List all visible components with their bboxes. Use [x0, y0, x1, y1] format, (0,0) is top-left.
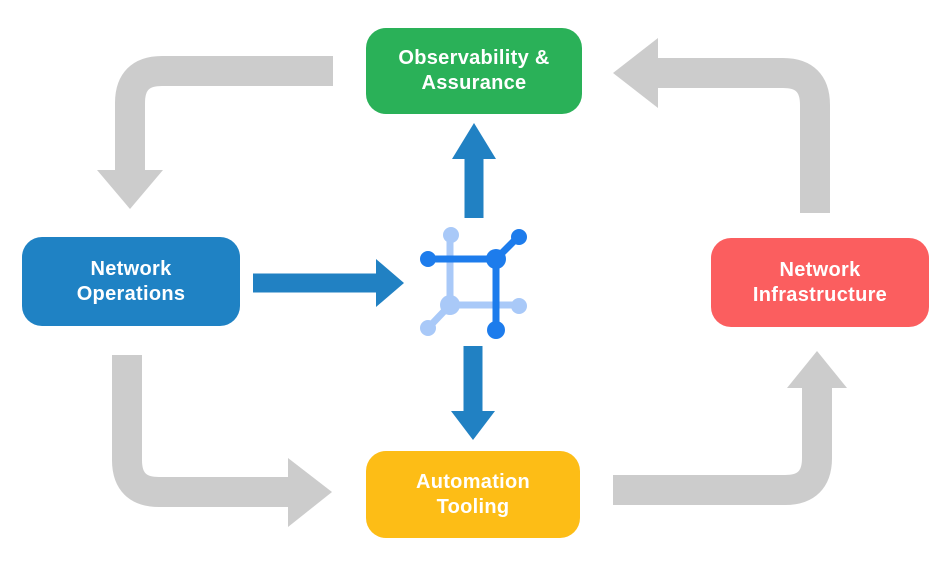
node-label-line: Observability &: [398, 47, 550, 69]
node-network-infrastructure: Network Infrastructure: [711, 238, 929, 327]
arrow-head-right: [288, 458, 332, 527]
icon-node-bottom-left: [440, 295, 460, 315]
icon-dot-bottom: [487, 321, 505, 339]
node-label-line: Network: [779, 258, 861, 281]
icon-dot-top: [443, 227, 459, 243]
arrow-head-down: [451, 411, 495, 440]
node-label-line: Tooling: [436, 495, 510, 518]
arrow-head-down: [97, 170, 163, 209]
node-label-line: Automation: [415, 470, 531, 493]
icon-dot-top-right: [511, 229, 527, 245]
node-automation-tooling: Automation Tooling: [366, 451, 580, 538]
arrow-head-up: [787, 351, 847, 388]
arrow-infrastructure-to-observability: [613, 38, 830, 213]
node-network-operations: Network Operations: [22, 237, 240, 326]
node-label-line: Assurance: [421, 72, 527, 94]
arrow-operations-to-core: [253, 259, 404, 307]
arrow-core-to-automation: [451, 346, 495, 440]
arrow-shaft: [658, 58, 830, 213]
icon-dot-left: [420, 251, 436, 267]
arrow-head-right: [376, 259, 404, 307]
arrow-shaft: [115, 56, 333, 172]
node-observability-assurance: Observability & Assurance: [366, 28, 582, 114]
network-mesh-icon: [420, 227, 527, 339]
icon-node-top-right: [486, 249, 506, 269]
arrow-shaft: [613, 388, 832, 505]
arrow-observability-to-operations: [97, 56, 333, 209]
node-label-line: Infrastructure: [752, 283, 888, 306]
icon-dot-bottom-left: [420, 320, 436, 336]
icon-dot-right: [511, 298, 527, 314]
arrow-head-left: [613, 38, 658, 108]
node-label-line: Network: [90, 257, 172, 280]
arrow-head-up: [452, 123, 496, 159]
arrow-core-to-observability: [452, 123, 496, 218]
arrow-operations-to-automation: [112, 355, 332, 527]
arrow-shaft: [112, 355, 288, 507]
arrow-automation-to-infrastructure: [613, 351, 847, 505]
node-label-line: Operations: [76, 282, 186, 305]
